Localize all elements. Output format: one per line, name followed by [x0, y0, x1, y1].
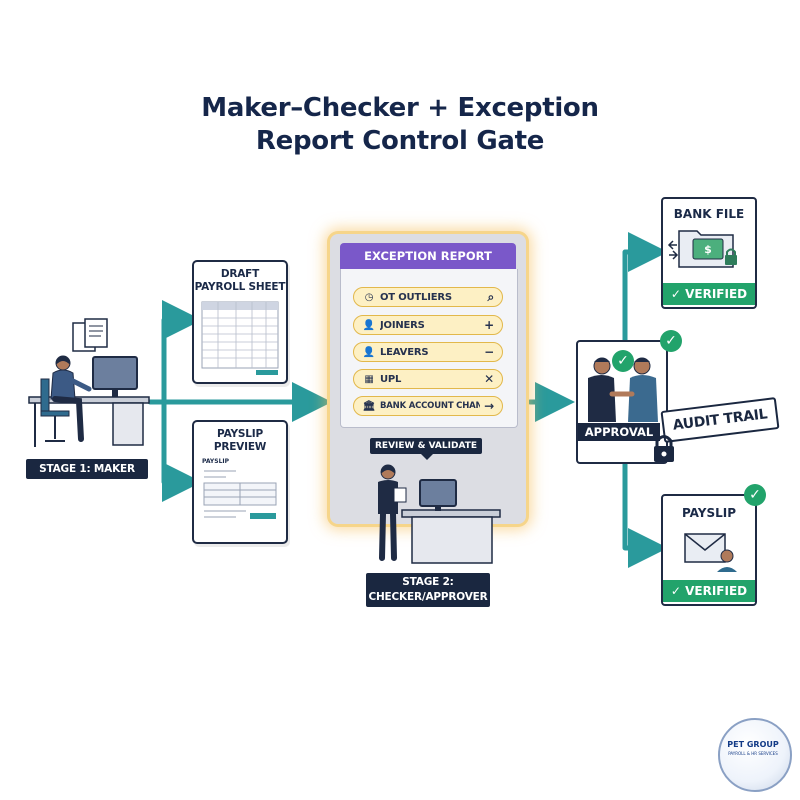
envelope-person-icon [684, 533, 737, 572]
logo-tagline: PAYROLL & HR SERVICES [728, 751, 778, 756]
bank-verified-badge: ✓ VERIFIED [663, 283, 755, 305]
bank-file-title: BANK FILE [673, 207, 745, 221]
title-line-2: Report Control Gate [255, 126, 545, 156]
checker-workstation-illustration [378, 464, 501, 564]
maker-workstation-illustration [28, 318, 150, 447]
stage-2-line-2: CHECKER/APPROVER [368, 591, 488, 603]
approval-card [576, 340, 668, 464]
exception-report-header: EXCEPTION REPORT [340, 243, 516, 269]
svg-text:$: $ [704, 243, 712, 256]
clipboard-icon [393, 487, 407, 503]
draft-payroll-sheet-document: DRAFT PAYROLL SHEET [192, 260, 288, 384]
payslip-output-card: PAYSLIP ✓ VERIFIED [661, 494, 757, 606]
x-icon[interactable]: ✕ [484, 372, 494, 386]
exception-item-label: JOINERS [380, 319, 425, 331]
payslip-check-icon: ✓ [744, 484, 766, 506]
clock-icon: ◷ [364, 291, 374, 303]
arrow-right-icon[interactable]: → [484, 399, 494, 413]
approval-check-icon-2: ✓ [660, 330, 682, 352]
calendar-icon: ▦ [364, 373, 374, 385]
payslip-output-title: PAYSLIP [681, 506, 737, 520]
stage-2-checker-label: STAGE 2: CHECKER/APPROVER [366, 573, 490, 607]
minus-icon[interactable]: − [484, 345, 494, 359]
bank-icon: 🏛 [362, 400, 376, 412]
exception-item-label: LEAVERS [380, 346, 429, 358]
spreadsheet-grid-icon [201, 301, 279, 375]
exception-item-leavers[interactable]: 👤 LEAVERS − [353, 342, 503, 362]
person-icon: 👤 [362, 319, 376, 331]
padlock-icon [654, 435, 674, 462]
draft-sheet-title-line-1: DRAFT [220, 268, 260, 280]
bank-file-card: BANK FILE $ ✓ VERIFIED [661, 197, 757, 309]
stage-1-maker-label: STAGE 1: MAKER [26, 459, 148, 479]
arrow-to-payslip [622, 459, 668, 568]
approval-check-icon: ✓ [612, 350, 634, 372]
payslip-mini-label: PAYSLIP [202, 458, 230, 465]
plus-icon[interactable]: + [484, 318, 494, 332]
exception-item-bank-account-change[interactable]: 🏛 BANK ACCOUNT CHANGE → [353, 396, 503, 416]
arrow-to-payslip-preview [161, 399, 202, 502]
exception-item-joiners[interactable]: 👤 JOINERS + [353, 315, 503, 335]
review-validate-label: REVIEW & VALIDATE [370, 438, 482, 454]
person-icon: 👤 [362, 346, 376, 358]
payslip-preview-title-line-2: PREVIEW [213, 441, 267, 453]
diagram-title: Maker–Checker + Exception Report Control… [0, 92, 800, 158]
arrow-to-bank-file [622, 232, 668, 343]
payslip-verified-badge: ✓ VERIFIED [663, 580, 755, 602]
money-folder-icon: $ [667, 230, 737, 268]
arrow-to-draft-sheet [161, 300, 202, 405]
exception-item-label: UPL [380, 373, 402, 385]
floating-documents-icon [72, 318, 108, 352]
approval-label: APPROVAL [578, 423, 660, 441]
draft-sheet-title-line-2: PAYROLL SHEET [194, 281, 286, 293]
exception-item-label: BANK ACCOUNT CHANGE [380, 401, 481, 411]
exception-item-label: OT OUTLIERS [380, 291, 452, 303]
payslip-preview-document: PAYSLIP PREVIEW PAYSLIP [192, 420, 288, 544]
stage-2-line-1: STAGE 2: [402, 576, 454, 588]
pet-group-logo [718, 718, 792, 792]
speech-pointer-icon [420, 453, 434, 460]
title-line-1: Maker–Checker + Exception [201, 93, 599, 123]
logo-name: PET GROUP [727, 740, 779, 749]
exception-item-ot-outliers[interactable]: ◷ OT OUTLIERS ⌕ [353, 287, 503, 307]
search-icon[interactable]: ⌕ [487, 289, 494, 304]
payslip-preview-title-line-1: PAYSLIP [217, 428, 263, 440]
exception-item-upl[interactable]: ▦ UPL ✕ [353, 369, 503, 389]
handshake-icon [588, 357, 658, 422]
payslip-lines-icon [203, 470, 277, 519]
